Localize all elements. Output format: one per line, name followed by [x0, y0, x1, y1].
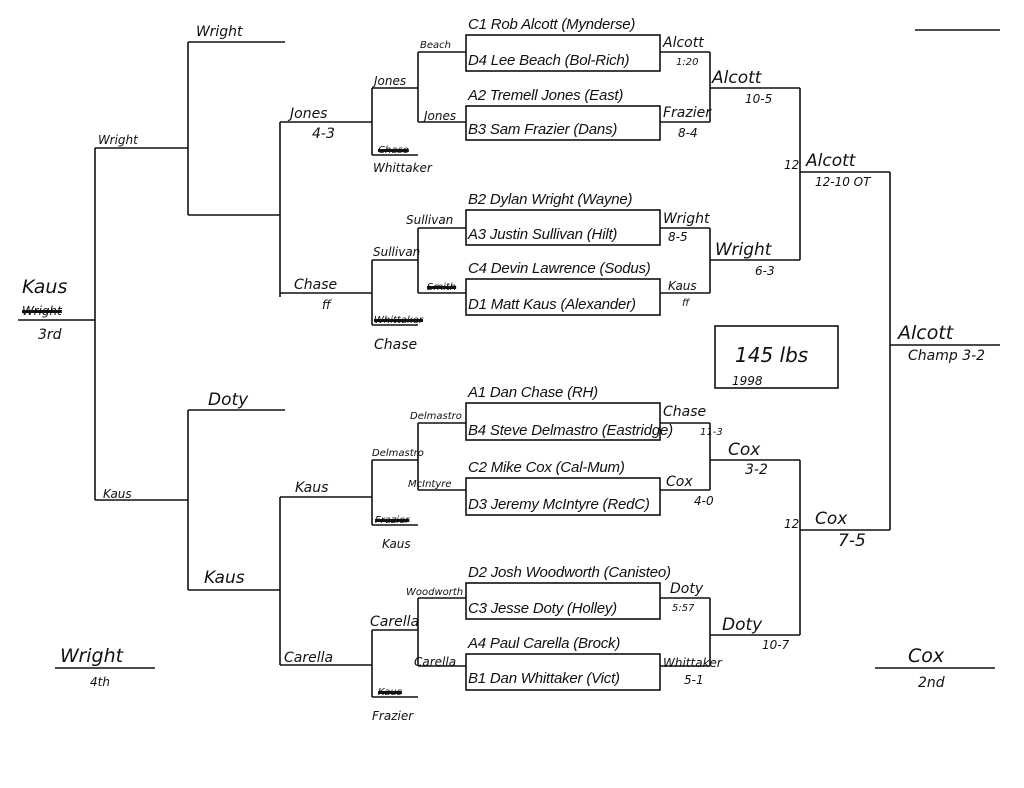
qf-winner: Cox	[666, 474, 693, 490]
final-winner: Alcott	[806, 151, 856, 171]
cons-r3-winner: Kaus	[295, 480, 329, 496]
cons-r3-result: 4-3	[312, 126, 335, 142]
champion-result: Champ 3-2	[908, 348, 986, 364]
qf-result: 8-5	[668, 230, 688, 244]
sf-result: 3-2	[745, 462, 768, 478]
cons-semi-dropin: Doty	[208, 390, 249, 410]
cons-r2: Sullivan	[373, 245, 421, 259]
entry: D2 Josh Woodworth (Canisteo)	[468, 564, 671, 581]
qf-result: 4-0	[694, 494, 714, 508]
entry: D1 Matt Kaus (Alexander)	[468, 296, 636, 313]
sf-winner: Doty	[722, 615, 763, 635]
qf-result: ff	[682, 298, 690, 309]
dropin-name: Whittaker	[373, 161, 432, 175]
cons-r3-winner: Carella	[284, 650, 334, 666]
final-winner: Cox	[815, 509, 848, 529]
entry: D3 Jeremy McIntyre (RedC)	[468, 496, 650, 513]
entry: A2 Tremell Jones (East)	[468, 87, 624, 104]
final-result: 7-5	[838, 531, 866, 551]
entry: A1 Dan Chase (RH)	[468, 384, 598, 401]
sf-result: 10-7	[762, 638, 790, 652]
cons-r2: Delmastro	[372, 448, 424, 459]
cons-r1-crossed: Smith	[427, 282, 457, 293]
cons-r1: Beach	[420, 40, 451, 51]
qf-result: 1:20	[676, 57, 699, 68]
dropin-crossed: Frazier	[375, 515, 410, 526]
sf-winner: Cox	[728, 440, 761, 460]
sf-winner: Alcott	[712, 68, 762, 88]
cons-r1: Carella	[414, 655, 457, 669]
dropin-crossed: Kaus	[378, 687, 402, 698]
cons-r3-result: ff	[322, 298, 331, 312]
year: 1998	[732, 374, 763, 388]
qf-result: 5-1	[684, 673, 704, 687]
dropin-name: Frazier	[372, 709, 414, 723]
dropin-name: Chase	[374, 337, 418, 353]
entry: D4 Lee Beach (Bol-Rich)	[468, 52, 630, 69]
entry: C4 Devin Lawrence (Sodus)	[468, 260, 651, 277]
entry: A3 Justin Sullivan (Hilt)	[468, 226, 618, 243]
cons-r2: Carella	[370, 614, 420, 630]
sf-result: 10-5	[745, 92, 773, 106]
qf-winner: Kaus	[668, 279, 697, 293]
entry: C3 Jesse Doty (Holley)	[468, 600, 617, 617]
entry: B1 Dan Whittaker (Vict)	[468, 670, 620, 687]
cons-r4: Wright	[98, 133, 138, 147]
third-place-name: Kaus	[22, 276, 68, 298]
qf-winner: Frazier	[663, 105, 711, 121]
third-place-label: 3rd	[38, 327, 62, 343]
sf-winner: Wright	[715, 240, 772, 260]
dropin-name: Kaus	[382, 537, 411, 551]
second-place-name: Cox	[908, 645, 945, 667]
dropin-crossed: Chase	[378, 145, 409, 156]
entry: C2 Mike Cox (Cal-Mum)	[468, 459, 625, 476]
sf-result: 6-3	[755, 264, 775, 278]
dropin-crossed: Whittaker	[374, 315, 424, 326]
qf-winner: Chase	[663, 404, 707, 420]
entry: C1 Rob Alcott (Mynderse)	[468, 16, 636, 33]
qf-winner: Alcott	[663, 35, 704, 51]
cons-r1: McIntyre	[408, 479, 452, 490]
qf-winner: Whittaker	[663, 656, 722, 670]
qf-result: 8-4	[678, 126, 698, 140]
seed: 12	[784, 517, 800, 531]
second-place-label: 2nd	[918, 675, 945, 691]
final-result: 12-10 OT	[815, 175, 871, 189]
qf-result: 5:57	[672, 603, 695, 614]
seed: 12	[784, 158, 800, 172]
qf-winner: Wright	[663, 211, 710, 227]
cons-semi-winner: Kaus	[204, 568, 245, 588]
entry: B4 Steve Delmastro (Eastridge)	[468, 422, 673, 439]
third-place-crossed: Wright	[22, 304, 62, 318]
cons-semi-dropin: Wright	[196, 24, 243, 40]
entry: A4 Paul Carella (Brock)	[468, 635, 621, 652]
cons-r1: Sullivan	[406, 213, 454, 227]
qf-result: 11-3	[700, 427, 723, 438]
entry: B2 Dylan Wright (Wayne)	[468, 191, 633, 208]
cons-r1: Delmastro	[410, 411, 462, 422]
cons-r4: Kaus	[103, 487, 132, 501]
cons-r1: Jones	[424, 109, 457, 123]
cons-r3-winner: Jones	[290, 106, 328, 122]
cons-r3-winner: Chase	[294, 277, 338, 293]
fourth-place-label: 4th	[90, 675, 110, 689]
cons-r1: Woodworth	[406, 587, 464, 598]
entry: B3 Sam Frazier (Dans)	[468, 121, 618, 138]
qf-winner: Doty	[670, 581, 704, 597]
champion-name: Alcott	[898, 322, 954, 344]
fourth-place-name: Wright	[60, 645, 124, 667]
cons-r2: Jones	[374, 74, 407, 88]
weight-class: 145 lbs	[735, 343, 809, 367]
